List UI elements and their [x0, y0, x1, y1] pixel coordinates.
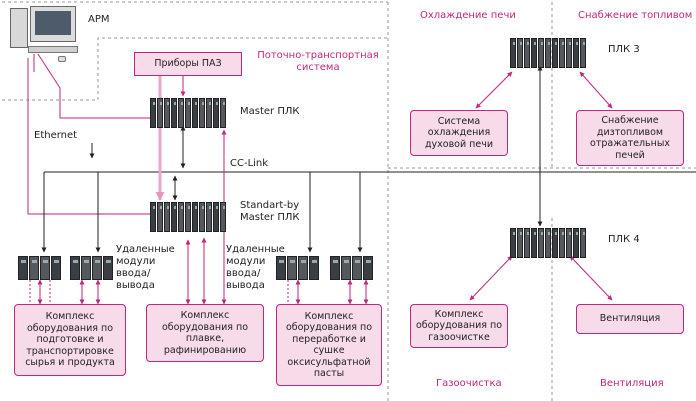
plc-module [206, 98, 212, 128]
zone-cooling: Охлаждение печи [420, 10, 516, 21]
melt-complex-box[interactable]: Комплекс оборудования по плавке, рафинир… [146, 304, 264, 362]
plc-module [213, 98, 219, 128]
zone-vent: Вентиляция [600, 378, 664, 389]
plc-module [287, 256, 297, 280]
master-plc[interactable] [150, 98, 232, 128]
standby-plc[interactable] [150, 202, 232, 232]
plc-module [510, 38, 516, 68]
plc-module [276, 256, 286, 280]
plc-module [220, 202, 226, 232]
plc-module [573, 228, 579, 258]
plc-module [352, 256, 362, 280]
plc-module [330, 256, 340, 280]
remote-io-label-right: Удаленные модули ввода/ вывода [226, 244, 285, 291]
plc-module [157, 98, 163, 128]
plc-module [573, 38, 579, 68]
plc-module [538, 38, 544, 68]
plc-module [70, 256, 80, 280]
plc-module [178, 202, 184, 232]
ethernet-label: Ethernet [34, 130, 78, 141]
plc-module [298, 256, 308, 280]
plc-module [178, 98, 184, 128]
plc-module [559, 228, 565, 258]
ethernet-links [27, 53, 150, 215]
plc-module [150, 98, 156, 128]
cclink-label: CC-Link [230, 158, 269, 169]
plc-module [171, 98, 177, 128]
plc-module [103, 256, 113, 280]
mouse-icon [58, 56, 66, 62]
monitor-icon [30, 6, 76, 42]
cooling-system-box[interactable]: Система охлаждения духовой печи [410, 110, 508, 156]
paz-devices-box[interactable]: Приборы ПАЗ [134, 52, 242, 76]
plc-module [164, 202, 170, 232]
ventilation-box[interactable]: Вентиляция [576, 304, 684, 334]
plc-module [566, 228, 572, 258]
zone-fuel: Снабжение топливом [578, 10, 693, 21]
zone-conveyor: Поточно-транспортная система [257, 50, 379, 73]
remote-io-label-left: Удаленные модули ввода/ вывода [116, 244, 175, 291]
plc-module [40, 256, 50, 280]
standby-plc-label: Standart-by Master ПЛК [240, 200, 300, 223]
plc-module [531, 228, 537, 258]
plc-module [524, 228, 530, 258]
plc-module [81, 256, 91, 280]
plc-module [545, 228, 551, 258]
field-links [37, 71, 613, 305]
plc-module [517, 38, 523, 68]
diesel-supply-box[interactable]: Снабжение дизтопливом отражательных пече… [576, 110, 684, 166]
cclink-bus [41, 65, 696, 253]
plc-module [580, 38, 586, 68]
plc-module [545, 38, 551, 68]
plc-3[interactable] [510, 38, 592, 68]
plc-module [531, 38, 537, 68]
plc-module [213, 202, 219, 232]
plc-module [309, 256, 319, 280]
plc-module [363, 256, 373, 280]
plc-module [341, 256, 351, 280]
master-plc-label: Master ПЛК [240, 106, 300, 117]
plc-module [559, 38, 565, 68]
remote-io-group-3[interactable] [276, 256, 322, 280]
plc-4[interactable] [510, 228, 592, 258]
plc-module [552, 38, 558, 68]
workstation-label: АРМ [88, 14, 110, 25]
plc-module [192, 202, 198, 232]
plc-module [517, 228, 523, 258]
remote-io-group-4[interactable] [330, 256, 376, 280]
plc-3-label: ПЛК 3 [608, 44, 640, 55]
plc-module [171, 202, 177, 232]
plc-module [150, 202, 156, 232]
plc-module [206, 202, 212, 232]
pc-tower-icon [10, 8, 28, 48]
zone-gas: Газоочистка [436, 378, 502, 389]
remote-io-group-2[interactable] [70, 256, 116, 280]
plc-module [510, 228, 516, 258]
processing-complex-box[interactable]: Комплекс оборудования по переработке и с… [276, 304, 382, 386]
plc-module [192, 98, 198, 128]
plc-module [185, 98, 191, 128]
plc-module [199, 98, 205, 128]
plc-module [580, 228, 586, 258]
remote-io-group-1[interactable] [18, 256, 64, 280]
plc-4-label: ПЛК 4 [608, 234, 640, 245]
plc-module [538, 228, 544, 258]
plc-module [92, 256, 102, 280]
plc-module [18, 256, 28, 280]
plc-module [566, 38, 572, 68]
keyboard-icon [28, 46, 78, 53]
prep-complex-box[interactable]: Комплекс оборудования по подготовке и тр… [14, 304, 126, 376]
plc-module [552, 228, 558, 258]
plc-module [185, 202, 191, 232]
plc-module [199, 202, 205, 232]
plc-module [220, 98, 226, 128]
plc-module [164, 98, 170, 128]
plc-module [51, 256, 61, 280]
plc-module [157, 202, 163, 232]
plc-module [524, 38, 530, 68]
plc-module [29, 256, 39, 280]
gas-cleaning-box[interactable]: Комплекс оборудования по газоочистке [410, 304, 508, 348]
